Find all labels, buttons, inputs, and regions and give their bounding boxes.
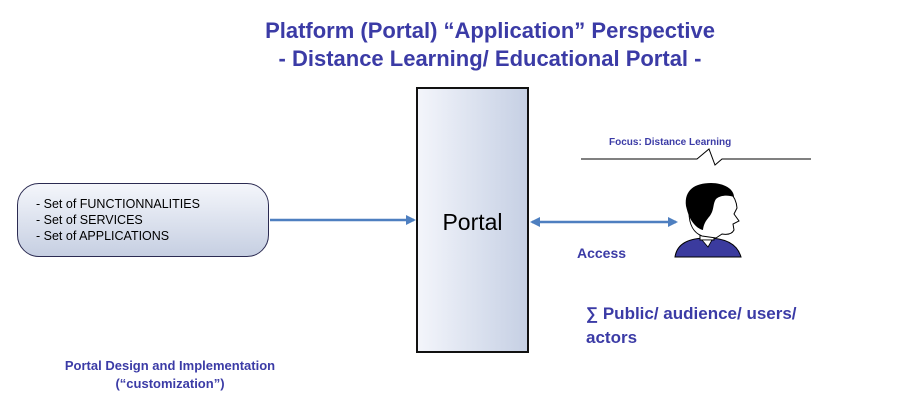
audience-line-2: actors [586,328,638,347]
capability-item-services: - Set of SERVICES [36,213,143,227]
audience-label: ∑ Public/ audience/ users/ actors [586,302,886,350]
access-label: Access [577,245,627,261]
person-head-icon [674,183,742,258]
diagram-subtitle: - Distance Learning/ Educational Portal … [278,46,702,71]
capability-item-applications: - Set of APPLICATIONS [36,229,170,243]
audience-line-1: ∑ Public/ audience/ users/ [586,304,797,323]
focus-callout-line [581,148,811,166]
design-line-2: (“customization”) [115,376,225,391]
portal-label: Portal [442,209,503,235]
diagram-title: Platform (Portal) “Application” Perspect… [265,18,715,43]
capabilities-capsule: - Set of FUNCTIONNALITIES - Set of SERVI… [17,183,269,257]
capability-item-functionalities: - Set of FUNCTIONNALITIES [36,197,200,211]
design-line-1: Portal Design and Implementation [64,358,276,373]
portal-box: Portal [416,87,529,353]
focus-callout-label: Focus: Distance Learning [609,137,732,148]
design-implementation-label: Portal Design and Implementation (“custo… [0,357,340,393]
